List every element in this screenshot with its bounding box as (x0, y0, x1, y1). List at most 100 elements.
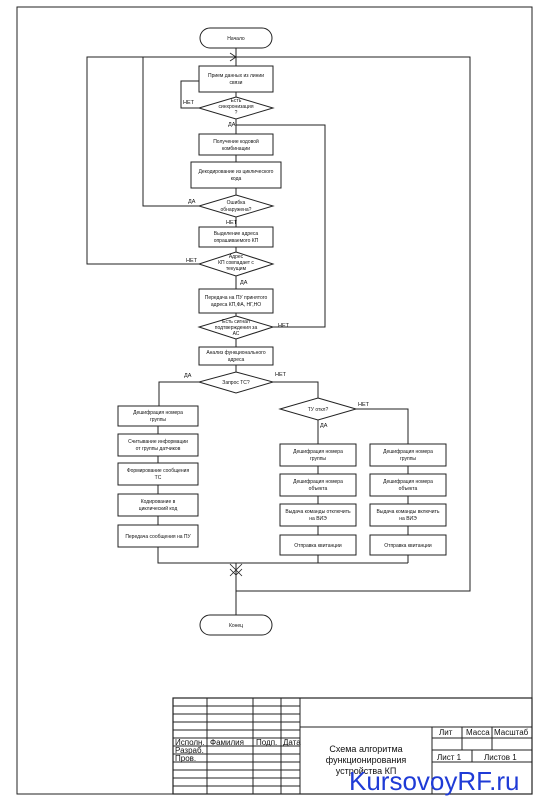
svg-text:адреса: адреса (228, 357, 245, 363)
svg-text:КП совпадает с: КП совпадает с (218, 260, 254, 266)
svg-text:Передача сообщения на ПУ: Передача сообщения на ПУ (125, 534, 191, 540)
error-no-label: НЕТ (226, 220, 238, 226)
svg-text:Дешифрация номера: Дешифрация номера (133, 410, 183, 416)
svg-text:Выдача команды включить: Выдача команды включить (377, 509, 440, 515)
cmd-on-box: Выдача команды включить на ВИЭ (369, 503, 447, 527)
form-ts-message-box: Формирование сообщения ТС (117, 462, 199, 486)
svg-text:опрашиваемого КП: опрашиваемого КП (214, 238, 259, 244)
svg-text:Декодирование из циклического: Декодирование из циклического (199, 169, 274, 175)
svg-text:Прием данных из линии: Прием данных из линии (208, 73, 264, 79)
svg-text:на ВИЭ: на ВИЭ (399, 516, 417, 522)
sync-no-label: НЕТ (183, 100, 195, 106)
right-receipt-box: Отправка квитанции (369, 534, 447, 556)
stamp-prov: Пров. (175, 754, 196, 763)
svg-text:Анализ функционального: Анализ функционального (206, 350, 266, 356)
svg-text:Начало: Начало (227, 36, 245, 42)
mid-decode-object-box: Дешифрация номера объекта (279, 473, 357, 497)
svg-text:Дешифрация номера: Дешифрация номера (293, 449, 343, 455)
mid-decode-group-box: Дешифрация номера группы (279, 443, 357, 467)
mid-receipt-box: Отправка квитанции (279, 534, 357, 556)
merge-arrow-icon (229, 563, 243, 577)
svg-text:адреса КП,ФА, НГ,НО: адреса КП,ФА, НГ,НО (211, 302, 261, 308)
stamp-list: Лист 1 (437, 753, 462, 762)
cyclic-encode-box: Кодирование в циклический код (117, 493, 199, 517)
svg-text:АС: АС (233, 331, 240, 337)
stamp-familiya: Фамилия (210, 738, 244, 747)
svg-text:Есть сигнал: Есть сигнал (222, 319, 250, 325)
svg-text:Выделение адреса: Выделение адреса (214, 231, 259, 237)
stamp-podp: Подп. (256, 738, 277, 747)
svg-text:Дешифрация номера: Дешифрация номера (383, 479, 433, 485)
start-terminal: Начало (199, 27, 273, 49)
stamp-lit: Лит (439, 728, 453, 737)
svg-text:группы: группы (400, 456, 416, 462)
svg-text:группы: группы (310, 456, 326, 462)
svg-text:Ошибка: Ошибка (227, 200, 246, 206)
receive-data-box: Прием данных из линии связи (198, 65, 274, 93)
svg-text:Получение кодовой: Получение кодовой (213, 138, 259, 145)
svg-text:обнаружена?: обнаружена? (221, 207, 252, 213)
svg-text:на ВИЭ: на ВИЭ (309, 516, 327, 522)
stamp-title-line2: функционирования (326, 755, 407, 765)
stamp-massa: Масса (466, 728, 490, 737)
svg-text:связи: связи (230, 80, 243, 86)
ts-request-decision: Запрос ТС? (197, 371, 275, 394)
end-terminal: Конец (199, 614, 273, 636)
ac-return-line (236, 124, 326, 328)
title-block (172, 697, 533, 795)
ac-decision: Есть сигнал подтверждения за АС (197, 315, 275, 340)
tu-yes-label: ДА (320, 423, 328, 429)
tu-no-label: НЕТ (358, 402, 370, 408)
ac-no-label: НЕТ (278, 323, 290, 329)
svg-text:Есть: Есть (231, 98, 242, 104)
tu-off-decision: ТУ откл? (278, 397, 358, 421)
loop-arrow-icon (229, 52, 237, 62)
functional-address-box: Анализ функционального адреса (198, 346, 274, 366)
svg-text:ТС: ТС (155, 475, 162, 481)
svg-text:Передача на ПУ принятого: Передача на ПУ принятого (205, 295, 268, 301)
sync-yes-label: ДА (228, 122, 236, 128)
svg-text:Выдача команды отключить: Выдача команды отключить (285, 509, 351, 515)
send-to-pu-box: Передача сообщения на ПУ (117, 524, 199, 548)
cmd-off-box: Выдача команды отключить на ВИЭ (279, 503, 357, 527)
stamp-listov: Листов 1 (484, 753, 517, 762)
svg-text:Отправка квитанции: Отправка квитанции (294, 543, 342, 549)
svg-text:группы: группы (150, 417, 166, 423)
svg-text:синхронизация: синхронизация (218, 104, 253, 110)
svg-text:Отправка квитанции: Отправка квитанции (384, 543, 432, 549)
address-match-decision: Адрес КП совпадает с текущим (197, 251, 275, 277)
ts-yes-label: ДА (184, 373, 192, 379)
svg-text:Конец: Конец (229, 623, 243, 629)
svg-text:Дешифрация номера: Дешифрация номера (383, 449, 433, 455)
stamp-data: Дата (283, 738, 301, 747)
read-sensors-box: Считывание информации от группы датчиков (117, 433, 199, 457)
ts-no-label: НЕТ (275, 372, 287, 378)
stamp-masshtab: Масштаб (494, 728, 529, 737)
svg-text:Адрес: Адрес (229, 254, 244, 260)
svg-text:объекта: объекта (399, 486, 418, 492)
address-box: Выделение адреса опрашиваемого КП (198, 226, 274, 248)
sync-decision: Есть синхронизация ? (197, 96, 275, 120)
match-no-label: НЕТ (186, 258, 198, 264)
error-decision: Ошибка обнаружена? (197, 194, 275, 218)
svg-text:Считывание информации: Считывание информации (128, 439, 188, 445)
stamp-title-line1: Схема алгоритма (329, 744, 402, 754)
right-decode-group-box: Дешифрация номера группы (369, 443, 447, 467)
svg-text:от группы датчиков: от группы датчиков (136, 446, 181, 452)
svg-text:?: ? (235, 110, 238, 116)
left-decode-group-box: Дешифрация номера группы (117, 405, 199, 427)
decode-box: Декодирование из циклического кода (190, 161, 282, 189)
watermark-logo: KursovoyRF.ru (349, 766, 520, 796)
stamp-razrab: Разраб. (175, 746, 204, 755)
svg-text:Формирование сообщения: Формирование сообщения (127, 468, 190, 474)
stamp-title-line3: устройства КП (336, 766, 397, 776)
svg-text:подтверждения за: подтверждения за (215, 325, 258, 331)
svg-text:объекта: объекта (309, 486, 328, 492)
stamp-ispoln: Исполн. (175, 738, 205, 747)
right-decode-object-box: Дешифрация номера объекта (369, 473, 447, 497)
svg-text:текущим: текущим (226, 266, 247, 272)
match-yes-label: ДА (240, 280, 248, 286)
svg-text:Кодирование в: Кодирование в (141, 499, 176, 505)
svg-text:Запрос ТС?: Запрос ТС? (222, 380, 250, 386)
